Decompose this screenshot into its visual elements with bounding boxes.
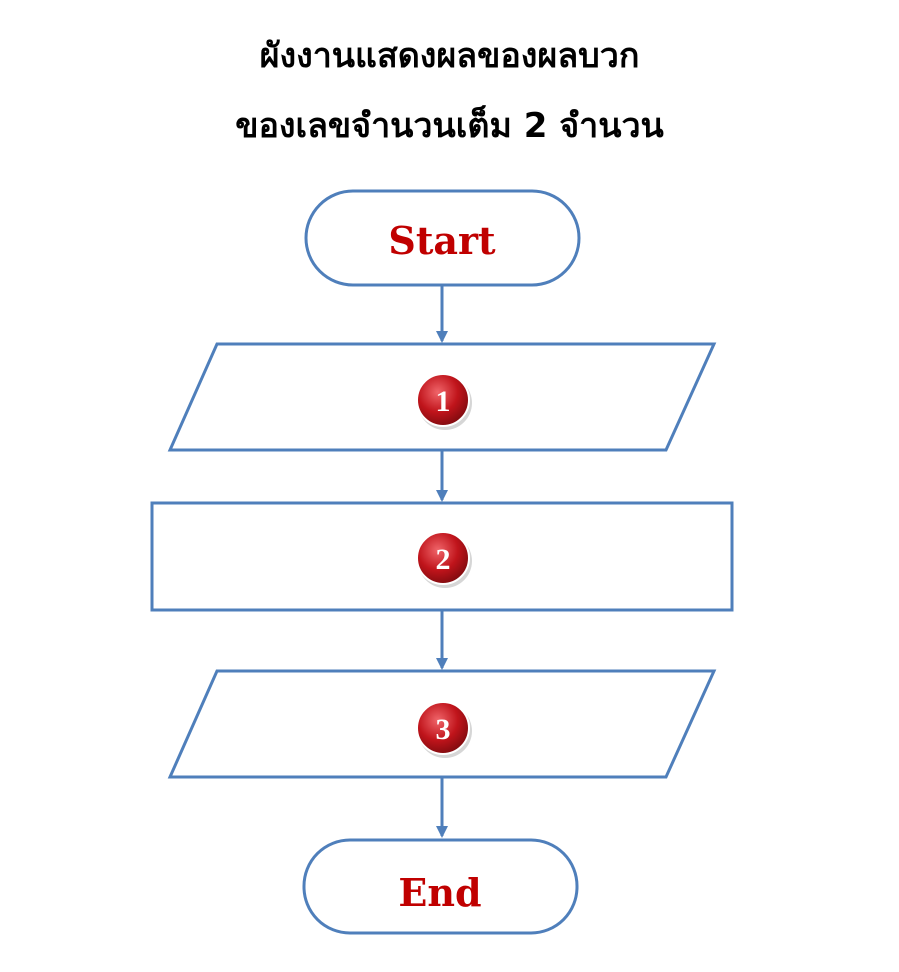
title-line-2: ของเลขจำนวนเต็ม 2 จำนวน <box>235 106 664 146</box>
end-terminal <box>302 838 579 935</box>
badge-1: 1 <box>416 373 472 430</box>
title-line-1: ผังงานแสดงผลของผลบวก <box>259 36 640 76</box>
badge-1-number: 1 <box>436 385 451 418</box>
badge-2-number: 2 <box>436 543 451 576</box>
start-label: Start <box>388 218 496 263</box>
end-label: End <box>398 870 481 915</box>
badge-3: 3 <box>416 701 472 758</box>
badge-2: 2 <box>416 531 472 588</box>
badge-3-number: 3 <box>436 713 451 746</box>
